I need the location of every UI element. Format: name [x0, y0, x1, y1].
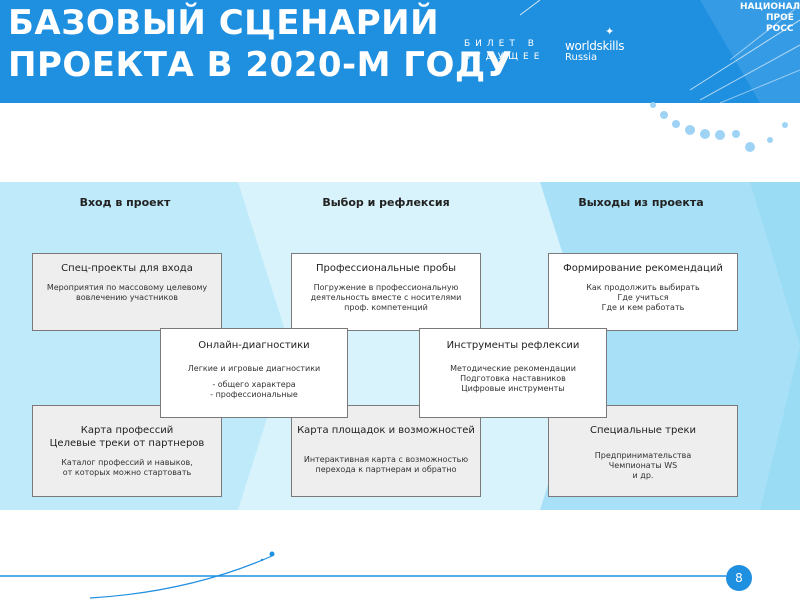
national-logo-line-1: НАЦИОНАЛЬНЫ: [740, 2, 800, 12]
worldskills-logo-text: worldskills: [565, 39, 625, 53]
header-dots-decoration: [650, 102, 788, 152]
box-recommendations-title: Формирование рекомендаций: [563, 263, 723, 274]
national-logo-line-2: ПРОЕ: [766, 13, 794, 23]
column-heading-choice: Выбор и рефлексия: [322, 196, 450, 209]
box-spec-projects-desc: Мероприятия по массовому целевому вовлеч…: [46, 283, 208, 302]
box-sites-map: Карта площадок и возможностей Интерактив…: [291, 405, 481, 497]
box-special-tracks-title: Специальные треки: [589, 425, 697, 436]
bilet-logo-line-1: БИЛЕТ В: [464, 39, 539, 49]
header-banner: БАЗОВЫЙ СЦЕНАРИЙ ПРОЕКТА В 2020-М ГОДУ Б…: [0, 0, 800, 103]
box-special-tracks-desc: Предпринимательства Чемпионаты WS и др.: [594, 451, 692, 480]
box-recommendations: Формирование рекомендаций Как продолжить…: [548, 253, 738, 331]
header-decoration: [519, 0, 800, 103]
page-title-line-2: ПРОЕКТА В 2020-М ГОДУ: [8, 45, 513, 85]
box-spec-projects-title: Спец-проекты для входа: [61, 263, 193, 274]
page-title: БАЗОВЫЙ СЦЕНАРИЙ ПРОЕКТА В 2020-М ГОДУ: [8, 2, 512, 86]
box-online-diagnostics: Онлайн-диагностики Легкие и игровые диаг…: [160, 328, 348, 418]
box-prof-probes-desc: Погружение в профессиональную деятельнос…: [310, 283, 462, 312]
box-reflection-tools-desc: Методические рекомендации Подготовка нас…: [450, 364, 576, 393]
page-title-line-1: БАЗОВЫЙ СЦЕНАРИЙ: [8, 3, 440, 43]
box-reflection-tools-title: Инструменты рефлексии: [446, 340, 580, 351]
box-prof-probes: Профессиональные пробы Погружение в проф…: [291, 253, 481, 331]
national-logo-line-3: РОСС: [766, 24, 794, 34]
page-number-badge: 8: [726, 565, 752, 591]
column-heading-entry: Вход в проект: [79, 196, 171, 209]
bilet-logo-line-2: БУДУЩЕЕ: [464, 52, 545, 62]
national-projects-logo: НАЦИОНАЛЬНЫ ПРОЕ РОСС: [740, 2, 800, 35]
box-spec-projects: Спец-проекты для входа Мероприятия по ма…: [32, 253, 222, 331]
box-special-tracks: Специальные треки Предпринимательства Че…: [548, 405, 738, 497]
box-prof-map: Карта профессий Целевые треки от партнер…: [32, 405, 222, 497]
worldskills-logo-sub: Russia: [565, 52, 598, 63]
worldskills-mark-icon: ✦: [605, 25, 615, 38]
box-prof-map-desc: Каталог профессий и навыков, от которых …: [61, 458, 193, 477]
box-reflection-tools: Инструменты рефлексии Методические реком…: [419, 328, 607, 418]
worldskills-logo: ✦ worldskills Russia: [565, 25, 625, 63]
bilet-v-budushchee-logo: БИЛЕТ В БУДУЩЕЕ: [464, 38, 544, 64]
footer-decoration: [0, 551, 726, 599]
column-heading-exit: Выходы из проекта: [578, 196, 704, 209]
box-sites-map-title: Карта площадок и возможностей: [297, 425, 475, 436]
box-prof-map-title: Карта профессий Целевые треки от партнер…: [49, 425, 205, 449]
box-prof-probes-title: Профессиональные пробы: [315, 263, 457, 274]
box-sites-map-desc: Интерактивная карта с возможностью перех…: [303, 455, 469, 474]
box-recommendations-desc: Как продолжить выбирать Где учиться Где …: [586, 283, 700, 312]
box-online-diagnostics-title: Онлайн-диагностики: [198, 340, 310, 351]
box-online-diagnostics-desc: Легкие и игровые диагностики - общего ха…: [187, 364, 321, 399]
